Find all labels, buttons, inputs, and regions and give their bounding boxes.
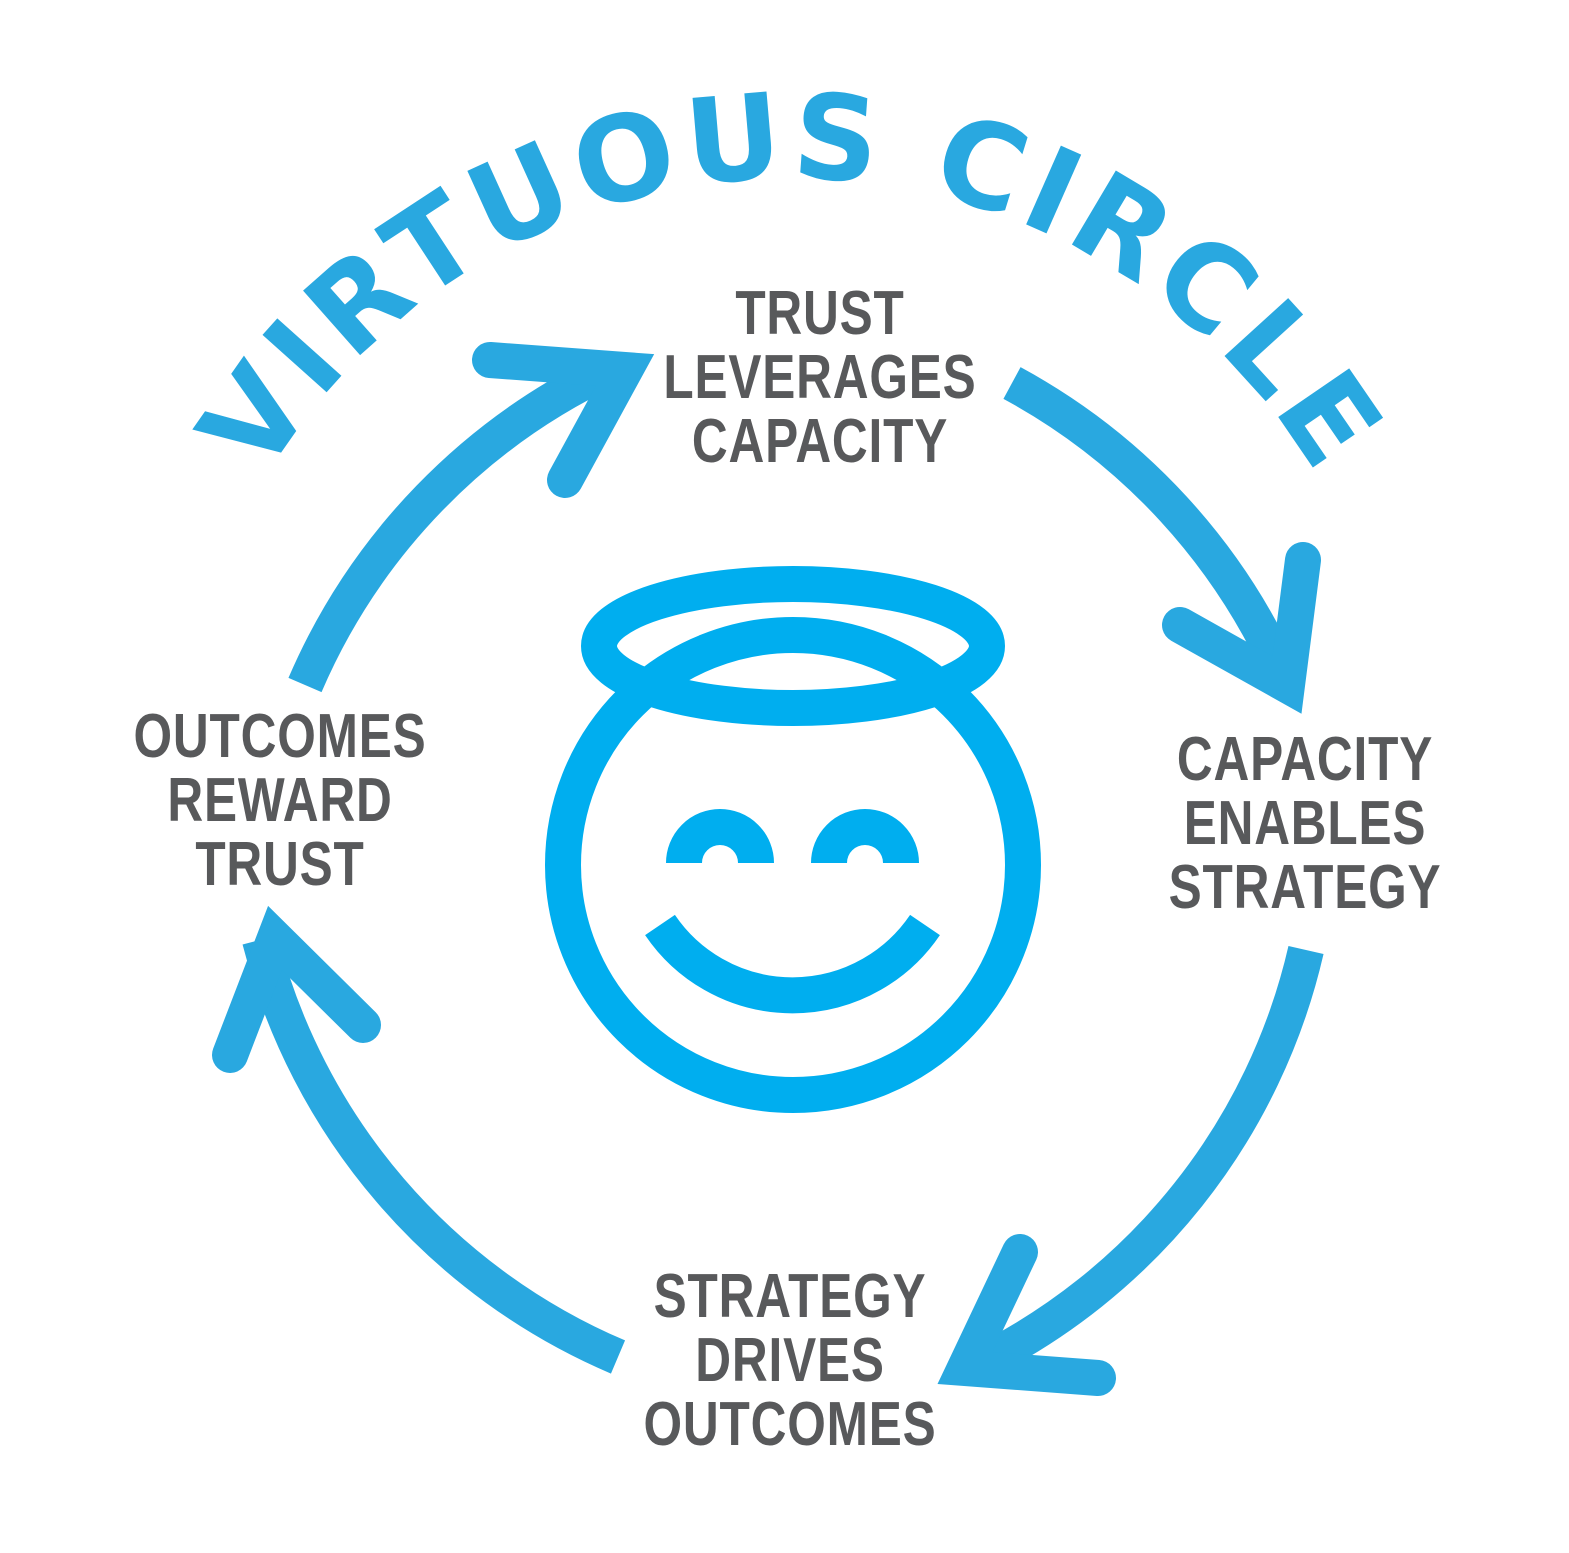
node-trust-leverages-capacity: TRUST LEVERAGES CAPACITY [570,282,1070,474]
node-outcomes-reward-trust: OUTCOMES REWARD TRUST [30,705,530,897]
halo-icon [581,566,1005,726]
node-line: STRATEGY [653,1262,927,1331]
cycle-arrow-icon [937,945,1324,1396]
cycle-arrow-icon [1003,367,1321,714]
right-eye-icon [811,809,919,865]
node-line: OUTCOMES [133,702,427,771]
node-line: REWARD [167,766,393,835]
cycle-arrow-icon [212,905,626,1374]
angel-smiley-icon [545,566,1041,1113]
node-line: CAPACITY [1176,725,1434,794]
node-strategy-drives-outcomes: STRATEGY DRIVES OUTCOMES [540,1265,1040,1457]
cycle-arrow-icon [288,342,655,693]
face-outline [545,617,1041,1113]
cycle-arrows [212,342,1324,1396]
node-line: ENABLES [1183,789,1427,858]
node-line: DRIVES [695,1326,885,1395]
left-eye-icon [666,809,774,865]
node-line: TRUST [735,279,905,348]
node-line: CAPACITY [691,407,949,476]
node-line: OUTCOMES [643,1390,937,1459]
node-line: TRUST [195,830,365,899]
node-line: LEVERAGES [663,343,977,412]
node-line: STRATEGY [1168,853,1442,922]
smile-icon [645,914,940,1014]
node-capacity-enables-strategy: CAPACITY ENABLES STRATEGY [1055,728,1555,920]
